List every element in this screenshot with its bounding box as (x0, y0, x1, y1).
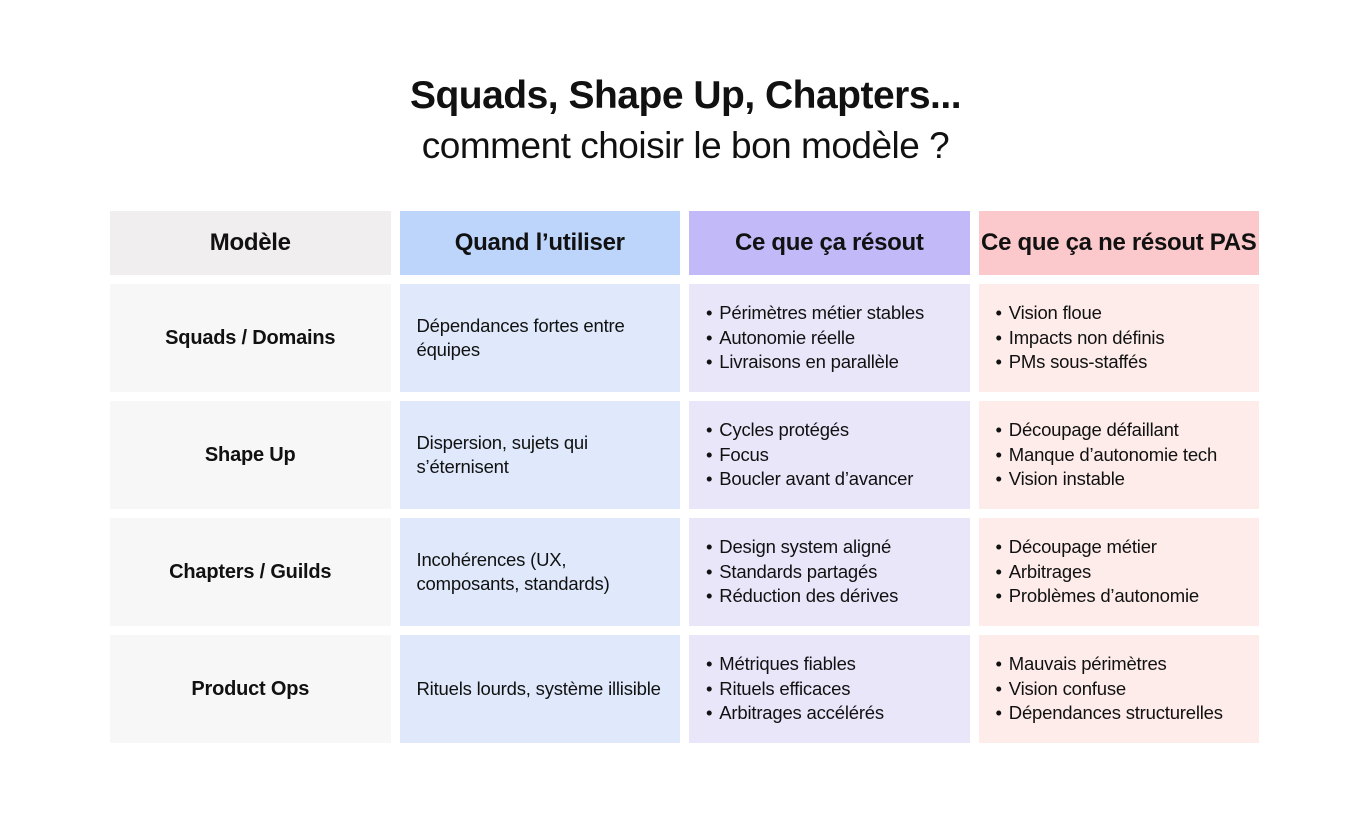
bullet-item: Découpage métier (996, 535, 1199, 559)
bullet-item: Focus (706, 443, 913, 467)
comparison-table: Modèle Quand l’utiliser Ce que ça résout… (110, 211, 1259, 743)
title-line-1: Squads, Shape Up, Chapters... (409, 74, 962, 117)
bullet-item: Vision instable (996, 467, 1218, 491)
model-name-chapters-guilds: Chapters / Guilds (110, 518, 391, 626)
bullet-item: Cycles protégés (706, 418, 913, 442)
column-header-modele: Modèle (110, 211, 391, 275)
bullet-item: PMs sous-staffés (996, 350, 1165, 374)
bullet-item: Arbitrages (996, 560, 1199, 584)
bullet-item: Métriques fiables (706, 652, 884, 676)
solves-list: Design system aligné Standards partagés … (706, 535, 898, 608)
bullet-item: Arbitrages accélérés (706, 701, 884, 725)
bullet-item: Découpage défaillant (996, 418, 1218, 442)
bullet-item: Dépendances structurelles (996, 701, 1223, 725)
solves-cell: Design system aligné Standards partagés … (689, 518, 970, 626)
when-to-use-cell: Dispersion, sujets qui s’éternisent (399, 401, 680, 509)
when-to-use-cell: Rituels lourds, système illisible (399, 635, 680, 743)
bullet-item: Réduction des dérives (706, 584, 898, 608)
model-name-squads-domains: Squads / Domains (110, 284, 391, 392)
when-to-use-cell: Incohérences (UX, composants, standards) (399, 518, 680, 626)
not-solves-cell: Vision floue Impacts non définis PMs sou… (978, 284, 1259, 392)
when-to-use-cell: Dépendances fortes entre équipes (399, 284, 680, 392)
bullet-item: Rituels efficaces (706, 677, 884, 701)
not-solves-list: Mauvais périmètres Vision confuse Dépend… (996, 652, 1223, 725)
not-solves-list: Découpage défaillant Manque d’autonomie … (996, 418, 1218, 491)
solves-list: Cycles protégés Focus Boucler avant d’av… (706, 418, 913, 491)
not-solves-cell: Découpage métier Arbitrages Problèmes d’… (978, 518, 1259, 626)
bullet-item: Vision confuse (996, 677, 1223, 701)
bullet-item: Mauvais périmètres (996, 652, 1223, 676)
bullet-item: Design system aligné (706, 535, 898, 559)
solves-list: Métriques fiables Rituels efficaces Arbi… (706, 652, 884, 725)
solves-list: Périmètres métier stables Autonomie réel… (706, 301, 924, 374)
bullet-item: Problèmes d’autonomie (996, 584, 1199, 608)
bullet-item: Manque d’autonomie tech (996, 443, 1217, 467)
bullet-item: Boucler avant d’avancer (706, 467, 913, 491)
title-line-2: comment choisir le bon modèle ? (421, 124, 950, 166)
slide-title: Squads, Shape Up, Chapters... comment ch… (0, 74, 1371, 167)
bullet-item: Autonomie réelle (706, 326, 924, 350)
solves-cell: Cycles protégés Focus Boucler avant d’av… (689, 401, 970, 509)
bullet-item: Livraisons en parallèle (706, 350, 924, 374)
column-header-ce-que-ca-ne-resout-pas: Ce que ça ne résout PAS (978, 211, 1259, 275)
solves-cell: Métriques fiables Rituels efficaces Arbi… (689, 635, 970, 743)
bullet-item: Vision floue (996, 301, 1165, 325)
bullet-item: Standards partagés (706, 560, 898, 584)
column-header-quand-utiliser: Quand l’utiliser (399, 211, 680, 275)
bullet-item: Périmètres métier stables (706, 301, 924, 325)
not-solves-cell: Découpage défaillant Manque d’autonomie … (978, 401, 1259, 509)
not-solves-list: Découpage métier Arbitrages Problèmes d’… (996, 535, 1199, 608)
column-header-ce-que-ca-resout: Ce que ça résout (689, 211, 970, 275)
solves-cell: Périmètres métier stables Autonomie réel… (689, 284, 970, 392)
not-solves-list: Vision floue Impacts non définis PMs sou… (996, 301, 1165, 374)
bullet-item: Impacts non définis (996, 326, 1165, 350)
not-solves-cell: Mauvais périmètres Vision confuse Dépend… (978, 635, 1259, 743)
model-name-shape-up: Shape Up (110, 401, 391, 509)
model-name-product-ops: Product Ops (110, 635, 391, 743)
